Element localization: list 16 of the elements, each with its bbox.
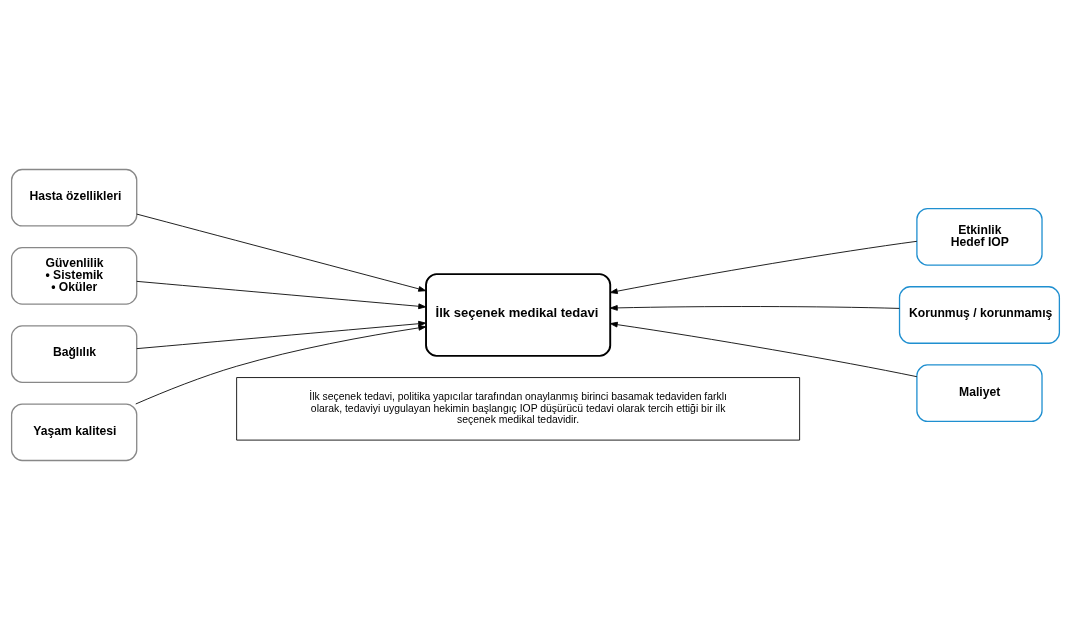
node-box: Korunmuş / korunmamış [898,285,1061,344]
node-box: Maliyet [916,363,1043,422]
arrow [609,240,918,294]
node-box: Güvenlilik • Sistemik • Oküler [10,246,138,305]
arrow [609,304,900,311]
node-box: İlk seçenek medikal tedavi [425,272,612,357]
arrow [136,320,427,349]
node-box: Hasta özellikleri [10,168,138,227]
arrow [609,321,918,377]
node-box: Yaşam kalitesi [10,402,138,461]
arrow [136,280,427,309]
node-box: Etkinlik Hedef IOP [916,207,1043,266]
arrow [135,324,427,404]
node-box: Bağlılık [10,324,138,383]
arrow [136,213,427,292]
node-box: İlk seçenek tedavi, politika yapıcılar tarafından onaylanmış birinci basamak tedaviden farklı olarak, tedaviyi uygulayan hekimin başlangıç IOP düşürücü tedavi olarak tercih ettiği bir ilk seçenek medikal tedavidir. [236,376,801,441]
